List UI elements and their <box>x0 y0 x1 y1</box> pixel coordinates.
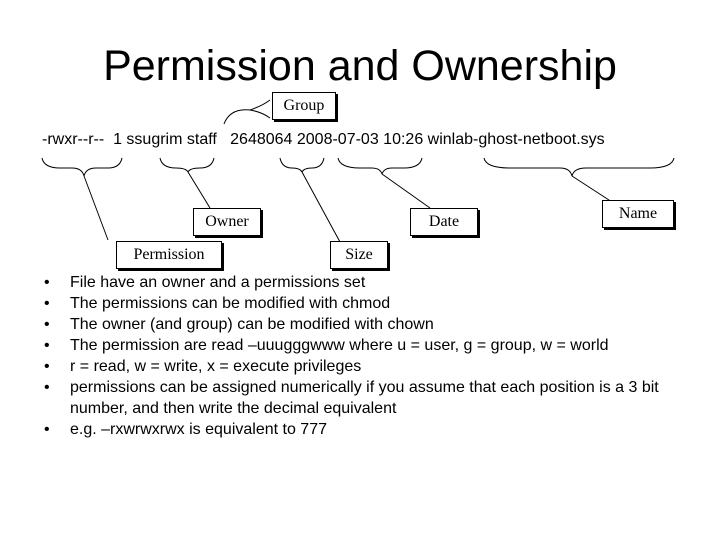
bullet-text: File have an owner and a permissions set <box>70 274 366 291</box>
bullet-icon: • <box>44 316 50 333</box>
bullet-text: r = read, w = write, x = execute privile… <box>70 358 362 375</box>
ls-listing-line: -rwxr--r-- 1 ssugrim staff 2648064 2008-… <box>42 131 605 148</box>
bullet-list: • File have an owner and a permissions se… <box>44 272 694 440</box>
list-item: • The owner (and group) can be modified w… <box>44 314 694 335</box>
list-item: • The permission are read –uuugggwww wher… <box>44 335 694 356</box>
bullet-icon: • <box>44 421 50 438</box>
callout-size: Size <box>330 241 388 269</box>
bullet-icon: • <box>44 358 50 375</box>
bullet-icon: • <box>44 337 50 354</box>
list-item: • r = read, w = write, x = execute privil… <box>44 356 694 377</box>
bullet-icon: • <box>44 295 50 312</box>
bullet-text: The permission are read –uuugggwww where… <box>70 337 609 354</box>
list-item: • The permissions can be modified with ch… <box>44 293 694 314</box>
callout-name: Name <box>602 200 674 228</box>
bullet-text: permissions can be assigned numerically … <box>70 379 659 417</box>
bullet-text: The permissions can be modified with chm… <box>70 295 391 312</box>
bullet-icon: • <box>44 274 50 291</box>
list-item: • File have an owner and a permissions se… <box>44 272 694 293</box>
list-item: • e.g. –rxwrwxrwx is equivalent to 777 <box>44 419 694 440</box>
callout-date: Date <box>410 208 478 236</box>
bullet-icon: • <box>44 379 50 396</box>
callout-owner: Owner <box>193 208 261 236</box>
list-item: • permissions can be assigned numerically… <box>44 377 694 419</box>
slide-title: Permission and Ownership <box>103 42 617 90</box>
bullet-text: e.g. –rxwrwxrwx is equivalent to 777 <box>70 421 327 438</box>
bullet-text: The owner (and group) can be modified wi… <box>70 316 434 333</box>
callout-permission: Permission <box>116 241 222 269</box>
callout-group: Group <box>272 92 336 120</box>
